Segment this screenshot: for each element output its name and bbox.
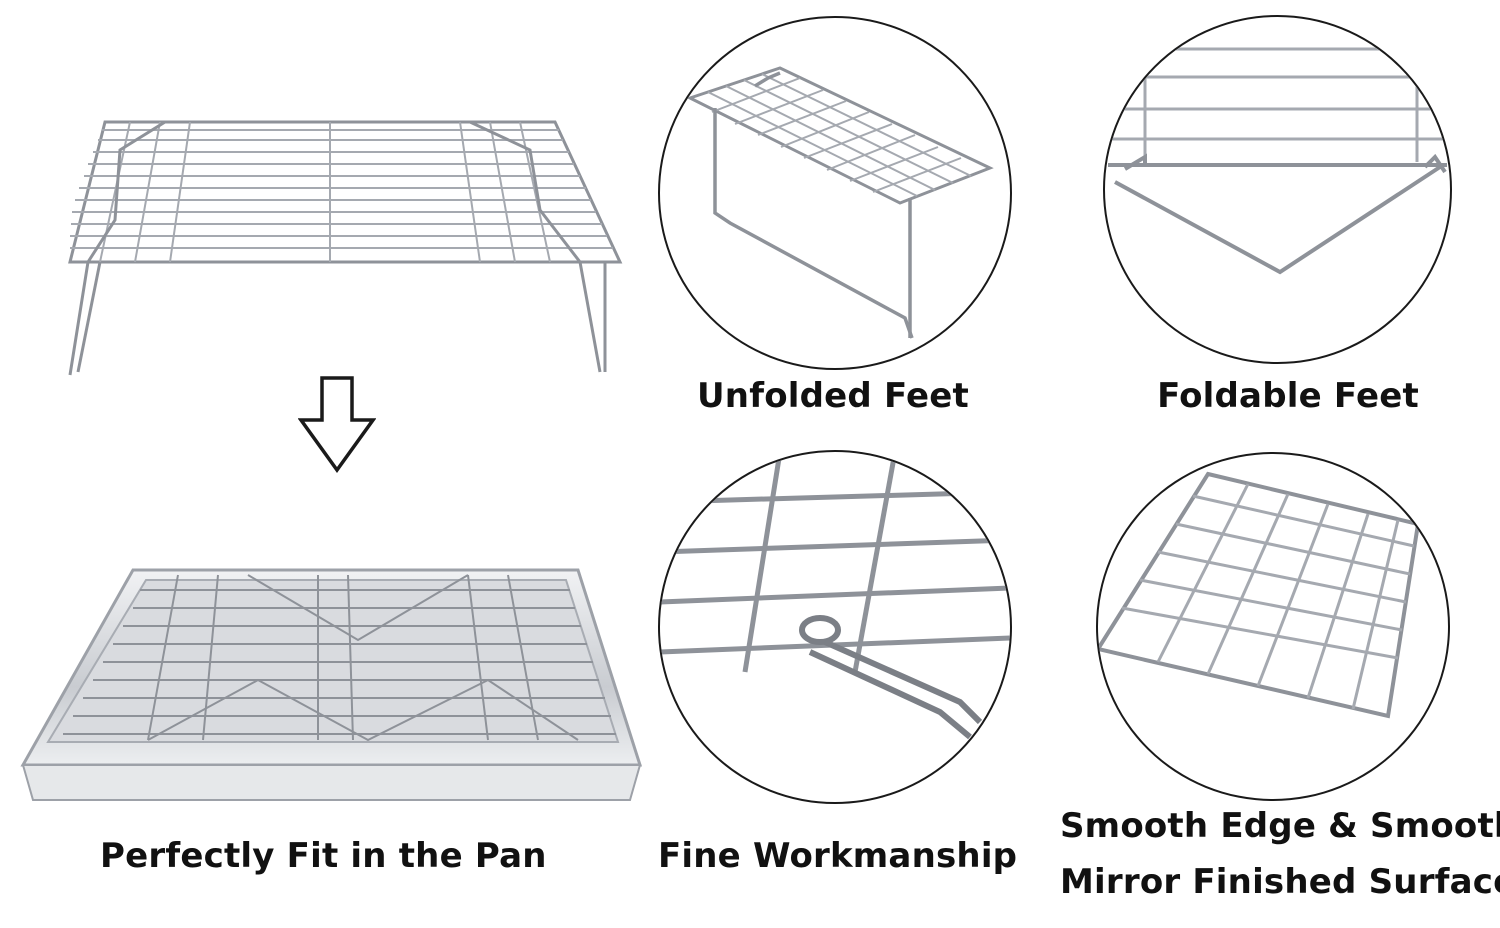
workmanship-circle bbox=[658, 450, 1012, 804]
caption-fit-in-pan: Perfectly Fit in the Pan bbox=[100, 836, 547, 876]
caption-foldable-feet: Foldable Feet bbox=[1157, 376, 1419, 416]
caption-mirror-finished: Mirror Finished Surface bbox=[1060, 862, 1500, 902]
caption-unfolded-feet: Unfolded Feet bbox=[696, 376, 969, 416]
arrow-down-icon bbox=[298, 376, 376, 474]
rack-in-pan-image bbox=[18, 560, 643, 805]
rack-standing-image bbox=[60, 110, 630, 385]
caption-fine-workmanship: Fine Workmanship bbox=[658, 836, 1018, 876]
foldable-feet-circle bbox=[1103, 15, 1452, 364]
unfolded-feet-circle bbox=[658, 16, 1012, 370]
caption-smooth-edge: Smooth Edge & Smooth bbox=[1060, 806, 1500, 846]
smooth-edge-circle bbox=[1096, 452, 1450, 801]
